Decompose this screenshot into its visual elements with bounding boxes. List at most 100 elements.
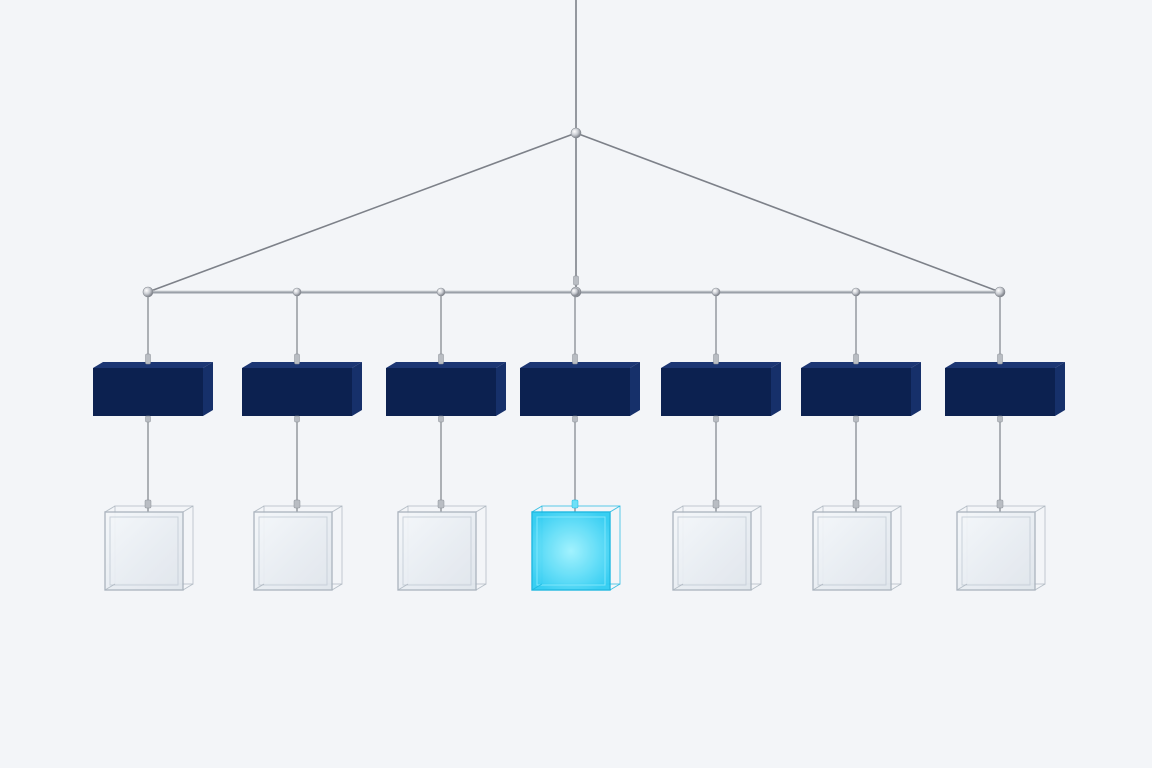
block-hook-bottom-7 bbox=[997, 415, 1003, 423]
block-hook-top-1 bbox=[145, 353, 151, 365]
cube-cap-7 bbox=[996, 499, 1004, 509]
mid-1-top bbox=[93, 362, 213, 368]
block-hook-top-5 bbox=[713, 353, 719, 365]
mid-2-side bbox=[352, 362, 362, 416]
leaf-7-edge-4 bbox=[1034, 583, 1046, 591]
mid-3-front bbox=[386, 368, 496, 416]
cube-cap-1 bbox=[144, 499, 152, 509]
leaf-7-edge-3 bbox=[956, 583, 968, 591]
leaf-6-edge-2 bbox=[890, 505, 902, 513]
mid-6-side bbox=[911, 362, 921, 416]
leaf-7-edge-1 bbox=[956, 505, 968, 513]
leaf-6-edge-4 bbox=[890, 583, 902, 591]
mid-4-side bbox=[630, 362, 640, 416]
cube-cap-6 bbox=[852, 499, 860, 509]
leaf-7-front bbox=[956, 511, 1036, 591]
mid-7-front bbox=[945, 368, 1055, 416]
crossbar-joint-2 bbox=[292, 287, 302, 297]
leaf-4-edge-4 bbox=[609, 583, 621, 591]
joint-layer bbox=[142, 127, 1006, 509]
leaf-2-edge-2 bbox=[331, 505, 343, 513]
block-hook-top-7 bbox=[997, 353, 1003, 365]
leaf-3-edge-3 bbox=[397, 583, 409, 591]
leaf-1-edge-2 bbox=[182, 505, 194, 513]
mid-3-top bbox=[386, 362, 506, 368]
leaf-5-edge-1 bbox=[672, 505, 684, 513]
leaf-3-inset bbox=[402, 516, 472, 586]
leaf-tier-cubes bbox=[104, 505, 1046, 591]
block-hook-top-2 bbox=[294, 353, 300, 365]
leaf-6-edge-3 bbox=[812, 583, 824, 591]
leaf-5-edge-2 bbox=[750, 505, 762, 513]
leaf-2-edge-1 bbox=[253, 505, 265, 513]
leaf-1-front bbox=[104, 511, 184, 591]
crossbar-joint-7 bbox=[994, 286, 1006, 298]
crossbar-joint-6 bbox=[851, 287, 861, 297]
center-collar bbox=[573, 275, 579, 286]
block-hook-top-6 bbox=[853, 353, 859, 365]
leaf-1-inset bbox=[109, 516, 179, 586]
cube-cap-3 bbox=[437, 499, 445, 509]
mid-1-front bbox=[93, 368, 203, 416]
mid-1-side bbox=[203, 362, 213, 416]
leaf-5-edge-4 bbox=[750, 583, 762, 591]
mid-7-side bbox=[1055, 362, 1065, 416]
leaf-4-inset bbox=[536, 516, 606, 586]
block-hook-bottom-3 bbox=[438, 415, 444, 423]
leaf-4-edge-2 bbox=[609, 505, 621, 513]
brace-right bbox=[575, 132, 1001, 293]
block-hook-bottom-2 bbox=[294, 415, 300, 423]
block-hook-bottom-5 bbox=[713, 415, 719, 423]
mid-2-top bbox=[242, 362, 362, 368]
leaf-1-edge-3 bbox=[104, 583, 116, 591]
mid-6-front bbox=[801, 368, 911, 416]
cube-cap-2 bbox=[293, 499, 301, 509]
leaf-5-edge-3 bbox=[672, 583, 684, 591]
block-hook-top-3 bbox=[438, 353, 444, 365]
leaf-3-edge-2 bbox=[475, 505, 487, 513]
leaf-3-front bbox=[397, 511, 477, 591]
wire-layer bbox=[147, 0, 1001, 512]
leaf-5-front bbox=[672, 511, 752, 591]
mid-3-side bbox=[496, 362, 506, 416]
leaf-1-edge-1 bbox=[104, 505, 116, 513]
cube-cap-4 bbox=[571, 499, 579, 509]
brace-left bbox=[147, 132, 577, 293]
mid-7-top bbox=[945, 362, 1065, 368]
mid-6-top bbox=[801, 362, 921, 368]
mid-4-top bbox=[520, 362, 640, 368]
mid-tier-blocks bbox=[93, 362, 1065, 416]
leaf-6-edge-1 bbox=[812, 505, 824, 513]
mid-5-front bbox=[661, 368, 771, 416]
leaf-1-edge-4 bbox=[182, 583, 194, 591]
crossbar-joint-1 bbox=[142, 286, 154, 298]
mid-5-side bbox=[771, 362, 781, 416]
block-hook-bottom-6 bbox=[853, 415, 859, 423]
crossbar-joint-3 bbox=[436, 287, 446, 297]
mid-5-top bbox=[661, 362, 781, 368]
leaf-2-edge-4 bbox=[331, 583, 343, 591]
crossbar-joint-5 bbox=[711, 287, 721, 297]
leaf-4-front bbox=[531, 511, 611, 591]
leaf-7-edge-2 bbox=[1034, 505, 1046, 513]
block-hook-bottom-1 bbox=[145, 415, 151, 423]
leaf-4-edge-1 bbox=[531, 505, 543, 513]
leaf-7-inset bbox=[961, 516, 1031, 586]
leaf-3-edge-1 bbox=[397, 505, 409, 513]
apex-joint bbox=[570, 127, 582, 139]
leaf-4-edge-3 bbox=[531, 583, 543, 591]
block-hook-bottom-4 bbox=[572, 415, 578, 423]
leaf-3-edge-4 bbox=[475, 583, 487, 591]
leaf-5-inset bbox=[677, 516, 747, 586]
mid-4-front bbox=[520, 368, 630, 416]
cube-cap-5 bbox=[712, 499, 720, 509]
crossbar-joint-4 bbox=[570, 287, 580, 297]
leaf-6-inset bbox=[817, 516, 887, 586]
leaf-2-inset bbox=[258, 516, 328, 586]
mid-2-front bbox=[242, 368, 352, 416]
leaf-2-front bbox=[253, 511, 333, 591]
block-hook-top-4 bbox=[572, 353, 578, 365]
leaf-2-edge-3 bbox=[253, 583, 265, 591]
leaf-6-front bbox=[812, 511, 892, 591]
